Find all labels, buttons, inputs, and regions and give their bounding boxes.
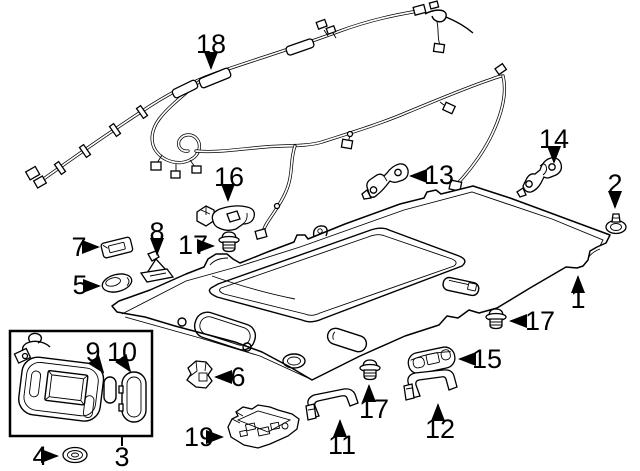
bracket-13 xyxy=(361,163,409,200)
bracket-6 xyxy=(186,360,213,389)
callout-15-label: 15 xyxy=(472,344,502,374)
callout-7: 7 xyxy=(71,232,100,262)
callout-13-label: 13 xyxy=(424,160,454,190)
visor-clip-9 xyxy=(103,376,117,404)
callout-14-label: 14 xyxy=(539,124,569,154)
callout-3-label: 3 xyxy=(114,442,129,471)
inset-box xyxy=(8,329,154,438)
callout-8-label: 8 xyxy=(149,217,164,247)
grab-handle-12 xyxy=(403,369,458,401)
callout-5: 5 xyxy=(72,270,101,300)
callout-17c-label: 17 xyxy=(359,394,389,424)
callout-11: 11 xyxy=(328,419,356,460)
callout-5-label: 5 xyxy=(72,270,87,300)
callout-19: 19 xyxy=(184,422,224,452)
harness-sleeve xyxy=(171,38,315,99)
callout-9: 9 xyxy=(85,337,105,374)
clip-7 xyxy=(100,236,134,259)
callout-17b-label: 17 xyxy=(525,306,555,336)
callout-7-label: 7 xyxy=(71,232,86,262)
callout-10: 10 xyxy=(107,337,137,373)
callout-12-label: 12 xyxy=(425,414,455,444)
harness-connector xyxy=(24,0,508,240)
callout-16: 16 xyxy=(214,162,244,202)
callout-1-label: 1 xyxy=(570,284,585,314)
callout-13: 13 xyxy=(409,160,454,190)
overhead-console-19 xyxy=(227,404,300,449)
sunroof-opening xyxy=(208,227,466,323)
callout-1: 1 xyxy=(570,275,586,314)
callout-11-label: 11 xyxy=(328,430,356,460)
grab-handle-11 xyxy=(305,388,359,421)
wiring-harness xyxy=(24,0,508,240)
callout-19-label: 19 xyxy=(184,422,214,452)
callout-9-label: 9 xyxy=(85,337,100,367)
callout-17b: 17 xyxy=(509,306,555,336)
grommet-5 xyxy=(101,273,133,293)
sun-visor xyxy=(13,332,105,422)
callouts: 18 14 2 13 16 17 7 8 xyxy=(32,29,622,471)
visor-bezel-10 xyxy=(118,371,147,423)
retainer-clip-17a xyxy=(218,231,240,253)
callout-12: 12 xyxy=(425,403,455,444)
callout-17a-label: 17 xyxy=(178,230,208,260)
harness-clip xyxy=(53,104,149,176)
callout-6: 6 xyxy=(214,362,246,392)
retainer-clip-17b xyxy=(485,308,507,330)
retainer-clip-17c xyxy=(359,359,381,381)
callout-18: 18 xyxy=(196,29,226,70)
callout-2-label: 2 xyxy=(607,169,622,199)
callout-6-label: 6 xyxy=(230,362,245,392)
lamp-cutout xyxy=(442,276,480,297)
callout-4: 4 xyxy=(32,441,59,471)
retainer-pin-2 xyxy=(605,213,627,235)
callout-10-label: 10 xyxy=(107,337,137,367)
callout-16-label: 16 xyxy=(214,162,244,192)
bracket-14 xyxy=(516,157,563,198)
callout-2: 2 xyxy=(607,169,623,209)
callout-17c: 17 xyxy=(359,384,389,424)
front-grab-handle-16 xyxy=(196,205,255,231)
callout-14: 14 xyxy=(539,124,569,164)
callout-3: 3 xyxy=(114,437,130,471)
screw-grommet-4 xyxy=(62,446,88,464)
hook-bracket-8 xyxy=(139,250,175,283)
callout-4-label: 4 xyxy=(32,441,47,471)
callout-18-label: 18 xyxy=(196,29,226,59)
callout-15: 15 xyxy=(458,344,502,374)
callout-17a: 17 xyxy=(178,230,215,260)
console-recess xyxy=(193,311,257,351)
callout-8: 8 xyxy=(149,217,165,256)
headliner-panel xyxy=(111,185,611,381)
handle-recess xyxy=(326,327,368,353)
